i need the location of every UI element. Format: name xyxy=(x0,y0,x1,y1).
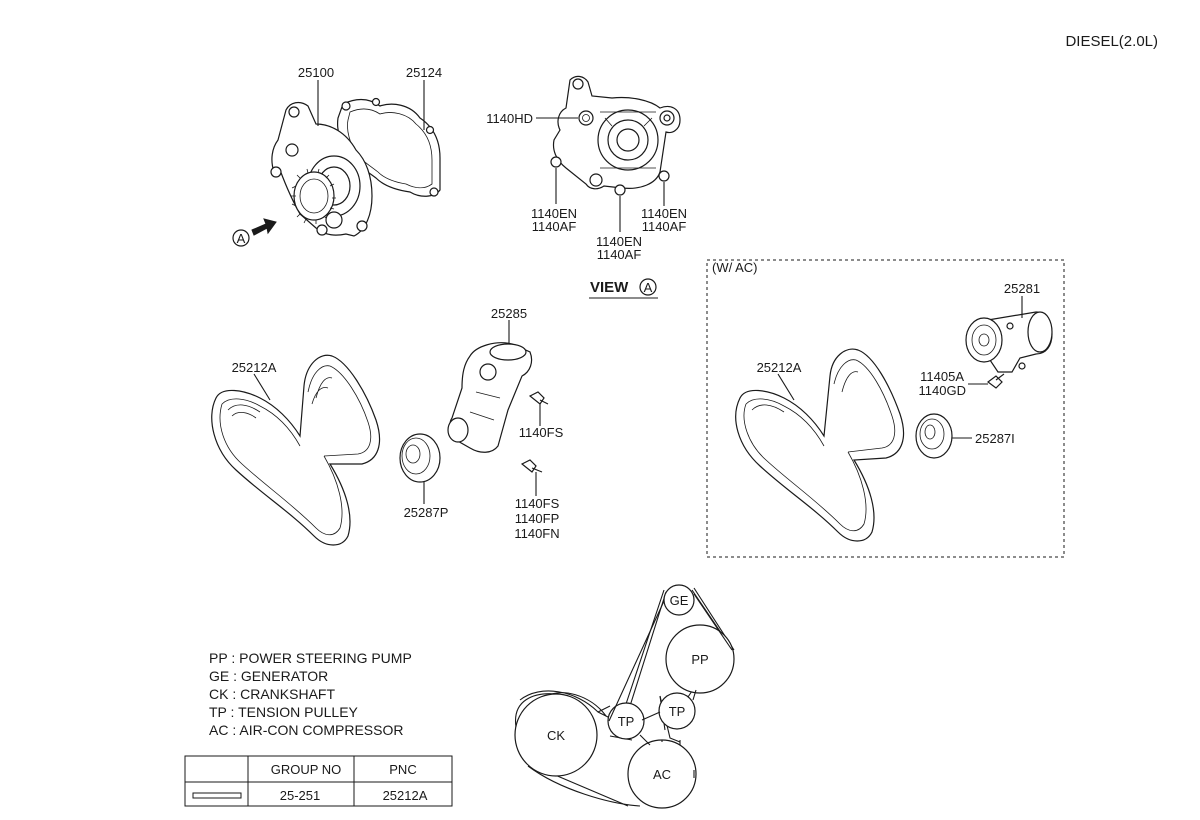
pulley-ac-label: AC xyxy=(653,767,671,782)
label-1140FN: 1140FN xyxy=(514,526,559,541)
label-11405A: 11405A xyxy=(920,369,964,384)
pulley-tp-lower xyxy=(607,702,645,740)
view-label-marker-letter: A xyxy=(644,280,653,295)
with-ac-title: (W/ AC) xyxy=(712,260,758,275)
idler-pulley-25287P[interactable] xyxy=(399,433,441,483)
legend: PP : POWER STEERING PUMP GE : GENERATOR … xyxy=(209,650,412,738)
table-header-group-no: GROUP NO xyxy=(271,762,342,777)
label-1140AF-b: 1140AF xyxy=(597,247,642,262)
bolt-1140FS-upper[interactable] xyxy=(528,391,549,405)
label-1140AF-c: 1140AF xyxy=(642,219,687,234)
label-25281: 25281 xyxy=(1004,281,1040,296)
label-1140GD: 1140GD xyxy=(919,383,966,398)
bolt-1140HD[interactable] xyxy=(578,110,594,126)
bolt-1140EN-c[interactable] xyxy=(658,170,670,182)
label-1140FS-b: 1140FS xyxy=(515,496,560,511)
legend-ge: GE : GENERATOR xyxy=(209,668,328,684)
belt-25212A-left[interactable] xyxy=(211,354,381,546)
view-label-marker-circle xyxy=(639,278,657,296)
auto-tensioner-25281[interactable] xyxy=(965,311,1053,373)
water-pump-group: A 25100 25124 xyxy=(232,65,442,247)
legend-ac: AC : AIR-CON COMPRESSOR xyxy=(209,722,403,738)
legend-tp: TP : TENSION PULLEY xyxy=(209,704,359,720)
pulley-ck-label: CK xyxy=(547,728,565,743)
belt-routing: GE PP TP TP CK AC xyxy=(514,584,735,809)
view-a-arrow xyxy=(251,218,277,236)
label-1140HD: 1140HD xyxy=(486,111,533,126)
view-a-group: 1140HD 1140EN 1140AF 1140EN 1140AF 1140E… xyxy=(486,75,687,299)
label-25100: 25100 xyxy=(298,65,334,80)
table-cell-pnc: 25212A xyxy=(383,788,428,803)
belt-25212A-right[interactable] xyxy=(735,348,905,542)
label-25124: 25124 xyxy=(406,65,442,80)
label-25285: 25285 xyxy=(491,306,527,321)
pulley-pp xyxy=(665,624,735,694)
legend-pp: PP : POWER STEERING PUMP xyxy=(209,650,412,666)
view-label: VIEW xyxy=(590,279,629,296)
label-25287I: 25287I xyxy=(975,431,1015,446)
label-1140EN-b: 1140EN xyxy=(596,234,642,249)
label-1140FS-a: 1140FS xyxy=(519,425,564,440)
bolt-1140FS-lower[interactable] xyxy=(520,459,543,473)
table-row-belt-icon xyxy=(192,792,242,799)
label-25212A-right: 25212A xyxy=(757,360,802,375)
label-1140EN-c: 1140EN xyxy=(641,206,687,221)
view-a-marker-letter: A xyxy=(237,231,246,246)
bolt-1140EN-b[interactable] xyxy=(614,184,626,196)
table-cell-group-no: 25-251 xyxy=(280,788,320,803)
pulley-tp-upper xyxy=(658,692,696,730)
belt-tensioner-group: 25212A 25287P 25285 1140FS 1140FS 1140FP… xyxy=(211,306,564,546)
label-1140EN-a: 1140EN xyxy=(531,206,577,221)
engine-title: DIESEL(2.0L) xyxy=(1065,33,1158,50)
pulley-pp-label: PP xyxy=(691,652,708,667)
bolt-1140EN-a[interactable] xyxy=(550,156,562,168)
table-header-pnc: PNC xyxy=(389,762,416,777)
bolt-11405A[interactable] xyxy=(987,373,1005,389)
label-25212A-left: 25212A xyxy=(232,360,277,375)
pulley-tp-lower-label: TP xyxy=(618,714,635,729)
group-pnc-table: GROUP NO PNC 25-251 25212A xyxy=(184,755,453,807)
with-ac-box: (W/ AC) 25212A 25281 11405A 1140GD xyxy=(706,259,1065,558)
label-1140AF-a: 1140AF xyxy=(532,219,577,234)
with-ac-frame xyxy=(706,259,1065,558)
legend-ck: CK : CRANKSHAFT xyxy=(209,686,335,702)
pulley-ge xyxy=(663,584,695,616)
view-a-marker-circle xyxy=(232,229,250,247)
pulley-tp-upper-label: TP xyxy=(669,704,686,719)
label-25287P: 25287P xyxy=(404,505,449,520)
label-1140FP: 1140FP xyxy=(515,511,560,526)
pulley-ge-label: GE xyxy=(670,593,689,608)
